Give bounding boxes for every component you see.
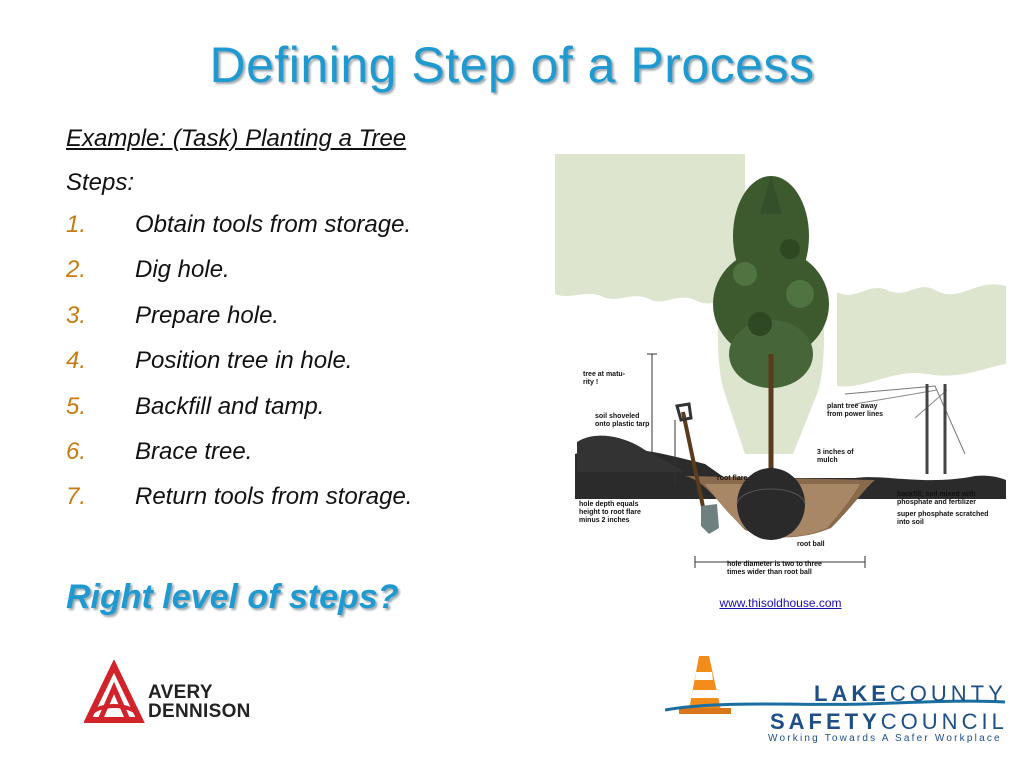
- avery-dennison-logo-icon: [84, 660, 145, 723]
- step-text: Brace tree.: [135, 437, 253, 465]
- label-hole-depth: hole depth equals height to root flare m…: [579, 501, 643, 524]
- county-word: COUNTY: [889, 681, 1007, 706]
- steps-label: Steps:: [66, 169, 135, 196]
- step-text: Backfill and tamp.: [135, 392, 325, 420]
- example-heading: Example: (Task) Planting a Tree: [66, 125, 407, 152]
- shovel-icon: [675, 402, 719, 534]
- label-backfill: backfill; soil mixed with phosphate and …: [897, 491, 978, 506]
- dennison-line: DENNISON: [148, 701, 251, 722]
- step-number: 7.: [66, 483, 87, 511]
- step-item: 4. Position tree in hole.: [66, 346, 536, 376]
- task-text-block: Example: (Task) Planting a Tree Steps: 1…: [66, 124, 536, 528]
- safety-word: SAFETY: [770, 709, 881, 734]
- label-mulch: 3 inches of mulch: [817, 449, 856, 464]
- question-heading: Right level of steps?: [66, 578, 399, 616]
- step-item: 5. Backfill and tamp.: [66, 392, 536, 422]
- step-item: 1. Obtain tools from storage.: [66, 210, 536, 240]
- step-item: 7. Return tools from storage.: [66, 482, 536, 512]
- tree-planting-illustration: tree at matu- rity ! soil shoveled onto …: [555, 154, 1006, 584]
- lake-county-tagline: Working Towards A Safer Workplace: [768, 733, 1002, 744]
- step-text: Dig hole.: [135, 256, 230, 284]
- step-text: Position tree in hole.: [135, 347, 353, 375]
- label-plant-tree-away: plant tree away from power lines: [827, 403, 883, 418]
- council-word: COUNCIL: [880, 709, 1008, 734]
- step-number: 1.: [66, 211, 87, 238]
- slide-title: Defining Step of a Process: [209, 37, 815, 93]
- step-item: 6. Brace tree.: [66, 437, 536, 467]
- step-text: Prepare hole.: [135, 301, 280, 329]
- step-number: 6.: [66, 437, 87, 465]
- label-super-phosphate: super phosphate scratched into soil: [897, 511, 990, 526]
- step-number: 4.: [66, 347, 87, 375]
- label-root-ball: root ball: [797, 541, 825, 548]
- lake-county-logo-icon: [665, 656, 1005, 714]
- lake-county-wordmark: LAKECOUNTY: [814, 681, 1007, 707]
- step-item: 2. Dig hole.: [66, 255, 536, 285]
- step-number: 2.: [66, 256, 87, 284]
- step-item: 3. Prepare hole.: [66, 301, 536, 331]
- avery-dennison-wordmark: AVERY DENNISON: [148, 683, 251, 721]
- label-soil-shoveled: soil shoveled onto plastic tarp: [595, 413, 649, 428]
- label-tree-at-maturity: tree at matu- rity !: [583, 371, 627, 386]
- source-link[interactable]: www.thisoldhouse.com: [719, 596, 842, 610]
- step-text: Obtain tools from storage.: [135, 211, 412, 238]
- traffic-cone-icon: [679, 656, 731, 714]
- step-number: 5.: [66, 392, 87, 420]
- safety-council-wordmark: SAFETYCOUNCIL: [770, 709, 1008, 735]
- avery-line: AVERY: [148, 682, 213, 703]
- step-text: Return tools from storage.: [135, 483, 413, 511]
- step-number: 3.: [66, 301, 87, 329]
- label-hole-diameter: hole diameter is two to three times wide…: [727, 561, 824, 576]
- root-ball: [736, 468, 806, 540]
- lake-word: LAKE: [814, 681, 890, 706]
- tree-canopy: [713, 176, 829, 388]
- label-root-flare: root flare: [717, 475, 747, 482]
- steps-list: 1. Obtain tools from storage. 2. Dig hole.…: [66, 210, 536, 512]
